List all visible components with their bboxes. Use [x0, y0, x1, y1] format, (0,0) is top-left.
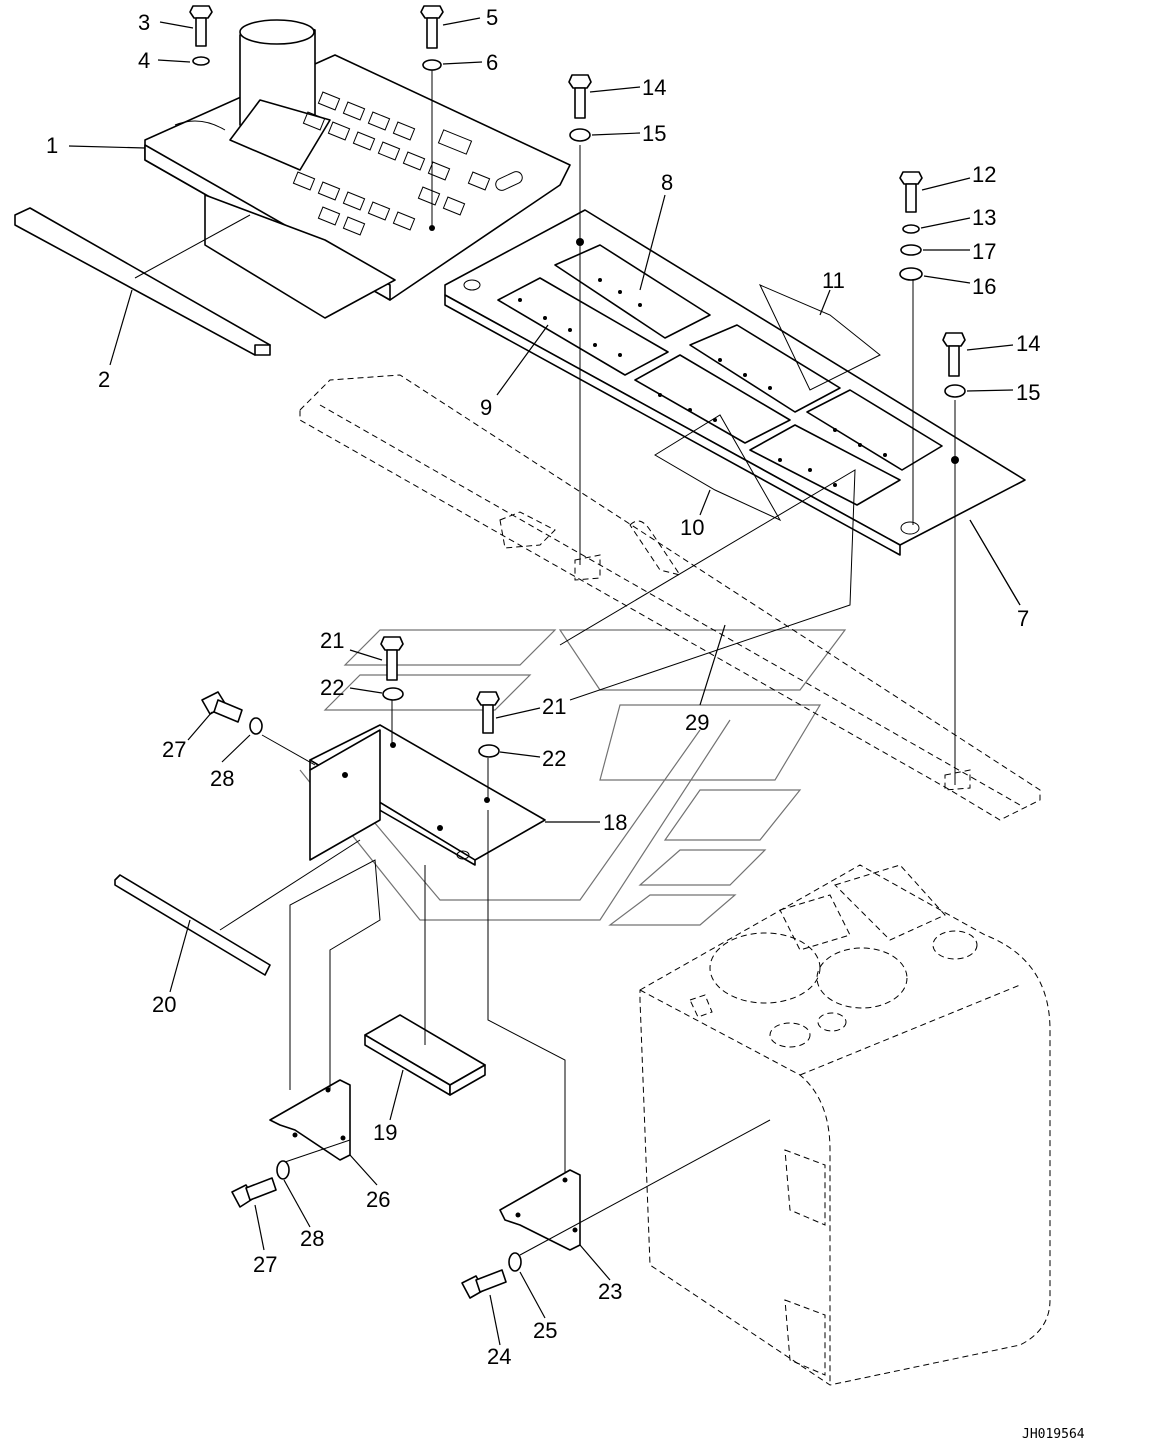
label-6: 6: [486, 50, 498, 75]
bolt-14-lower: [942, 332, 966, 377]
label-24: 24: [487, 1344, 511, 1369]
label-18: 18: [603, 810, 627, 835]
label-26: 26: [366, 1187, 390, 1212]
label-4: 4: [138, 48, 150, 73]
protection-sheets: [654, 284, 881, 522]
label-14-lower: 14: [1016, 331, 1040, 356]
block-19: [364, 1014, 486, 1096]
washer-17: [900, 244, 922, 256]
label-15-upper: 15: [642, 121, 666, 146]
label-10: 10: [680, 515, 704, 540]
label-7: 7: [1017, 606, 1029, 631]
label-21-left: 21: [320, 628, 344, 653]
bracket-18: [309, 724, 546, 866]
label-25: 25: [533, 1318, 557, 1343]
bracket-26: [269, 1079, 351, 1161]
leader-lines: [68, 17, 1021, 1346]
frame-rail: [299, 374, 1041, 821]
seal-strip-20: [114, 874, 271, 976]
label-27-lower: 27: [253, 1252, 277, 1277]
label-20: 20: [152, 992, 176, 1017]
bolt-5: [420, 5, 444, 49]
label-3: 3: [138, 10, 150, 35]
label-5: 5: [486, 5, 498, 30]
label-11: 11: [822, 268, 845, 293]
watermark-logo: [299, 629, 847, 926]
bolt-27-lower: [231, 1177, 277, 1208]
label-28-lower: 28: [300, 1226, 324, 1251]
label-17: 17: [972, 239, 996, 264]
label-22-left: 22: [320, 675, 344, 700]
label-12: 12: [972, 162, 996, 187]
label-13: 13: [972, 205, 996, 230]
bolt-21-left: [380, 636, 404, 681]
washer-13: [902, 224, 920, 234]
bolt-3: [189, 5, 213, 47]
label-16: 16: [972, 274, 996, 299]
label-1: 1: [46, 133, 58, 158]
washer-15-upper: [569, 128, 591, 142]
label-27-upper: 27: [162, 737, 186, 762]
bolt-12: [899, 171, 923, 213]
label-8: 8: [661, 170, 673, 195]
label-21-right: 21: [542, 694, 566, 719]
label-28-upper: 28: [210, 766, 234, 791]
bracket-23: [499, 1169, 581, 1251]
washer-25: [508, 1252, 522, 1272]
label-2: 2: [98, 367, 110, 392]
washer-28-lower: [276, 1160, 290, 1180]
label-29: 29: [685, 710, 709, 735]
label-22-right: 22: [542, 746, 566, 771]
bolt-14-upper: [568, 74, 592, 119]
washer-16: [899, 267, 923, 281]
label-19: 19: [373, 1120, 397, 1145]
floor-plate: [444, 209, 1026, 556]
assembly-lines: [134, 70, 956, 1256]
label-14-upper: 14: [642, 75, 666, 100]
label-15-lower: 15: [1016, 380, 1040, 405]
washer-15-lower: [944, 384, 966, 398]
washer-22-right: [478, 744, 500, 758]
label-23: 23: [598, 1279, 622, 1304]
seal-strip-2: [14, 207, 271, 356]
bolt-27-upper: [201, 691, 243, 723]
drawing-code: JH019564: [1022, 1427, 1085, 1442]
callout-labels: 3 4 1 2 5 6 14 15 8 9 10 11 12 13 17 16 …: [46, 5, 1040, 1369]
label-9: 9: [480, 395, 492, 420]
cover-with-muffler: [144, 19, 571, 319]
washer-22-left: [382, 687, 404, 701]
washer-6: [422, 59, 442, 71]
washer-4: [192, 56, 210, 66]
bolt-24: [461, 1269, 507, 1299]
washer-28-upper: [249, 717, 263, 735]
bolt-21-right: [476, 691, 500, 734]
hydraulic-tank: [639, 864, 1051, 1386]
